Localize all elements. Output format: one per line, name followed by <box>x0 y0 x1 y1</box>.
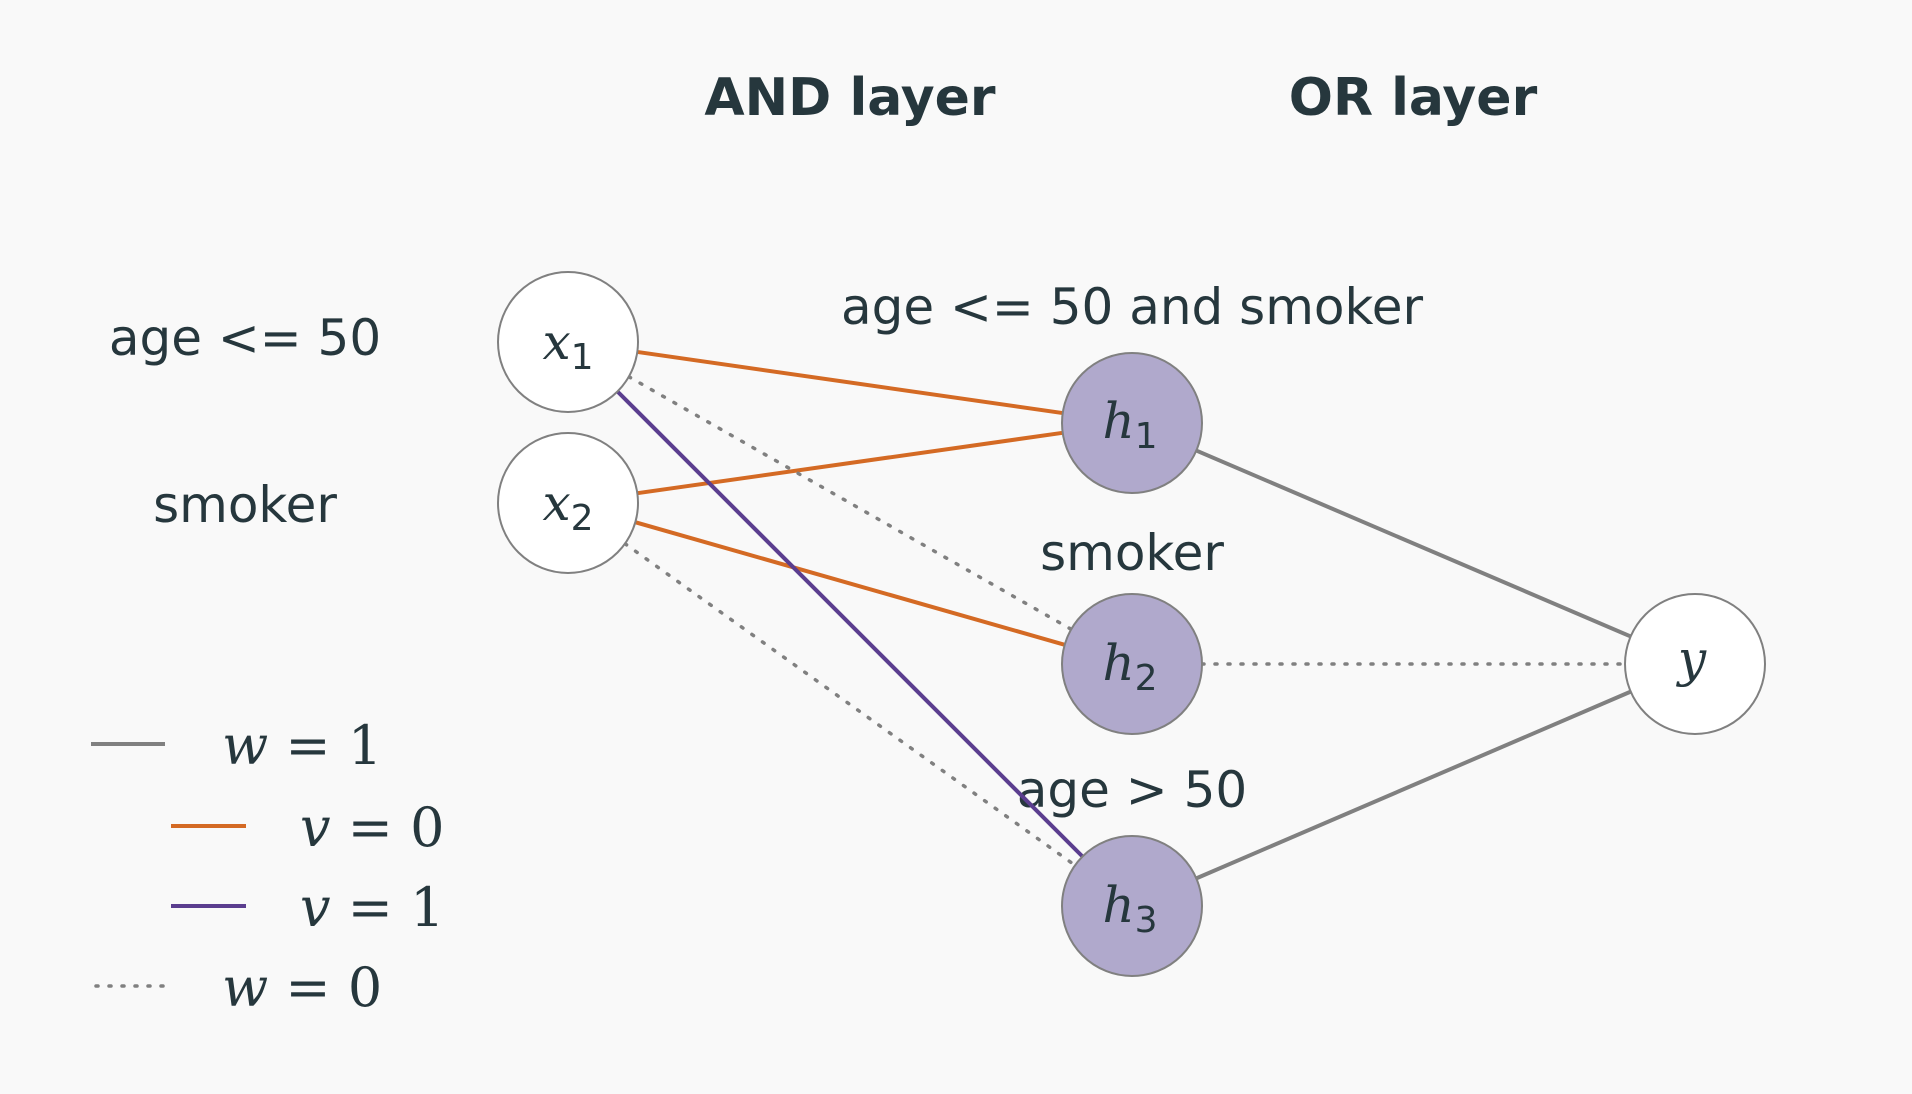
node-h3-sub: 3 <box>1135 900 1158 941</box>
hidden-node-h1: h1 <box>1061 352 1203 494</box>
node-x1-sub: 1 <box>571 337 594 378</box>
input-feature-label-x1: age <= 50 <box>109 309 381 367</box>
edge-x2-h1 <box>637 430 1063 496</box>
legend-entry-v0: v = 0 <box>300 796 444 859</box>
edge-h3-y <box>1195 689 1632 881</box>
node-h1-var: h <box>1102 392 1134 450</box>
input-feature-label-x2: smoker <box>153 476 337 534</box>
node-y-var: y <box>1676 630 1707 688</box>
node-x2-sub: 2 <box>571 498 594 539</box>
or-layer-title: OR layer <box>1289 68 1538 128</box>
node-h2-sub: 2 <box>1135 658 1158 699</box>
svg-text:x2: x2 <box>542 474 593 539</box>
output-node-y: y <box>1624 593 1766 735</box>
edges-group <box>616 349 1632 881</box>
legend-entry-w0: w = 0 <box>222 956 382 1019</box>
edge-x2-h3 <box>623 541 1077 868</box>
svg-text:h2: h2 <box>1102 634 1157 699</box>
hidden-rule-label-h3: age > 50 <box>1017 761 1247 819</box>
edge-x1-h3 <box>616 390 1084 858</box>
node-x2-var: x <box>542 474 570 532</box>
input-node-x2: x2 <box>497 432 639 574</box>
node-h2-var: h <box>1102 634 1134 692</box>
legend-entry-v1: v = 1 <box>300 876 444 939</box>
node-h3-var: h <box>1102 876 1134 934</box>
svg-text:h3: h3 <box>1102 876 1157 941</box>
hidden-node-h3: h3 <box>1061 835 1203 977</box>
edge-x1-h1 <box>637 349 1063 416</box>
hidden-node-h2: h2 <box>1061 593 1203 735</box>
and-layer-title: AND layer <box>704 68 996 128</box>
edge-x2-h2 <box>634 520 1066 647</box>
edge-x1-h2 <box>627 374 1073 632</box>
hidden-rule-label-h2: smoker <box>1040 524 1224 582</box>
legend: w = 1 v = 0 v = 1 w = 0 <box>91 714 444 1019</box>
input-node-x1: x1 <box>497 271 639 413</box>
hidden-rule-label-h1: age <= 50 and smoker <box>841 278 1423 336</box>
node-x1-var: x <box>542 313 570 371</box>
svg-text:x1: x1 <box>542 313 593 378</box>
legend-entry-w1: w = 1 <box>222 714 382 777</box>
svg-text:h1: h1 <box>1102 392 1157 457</box>
node-h1-sub: 1 <box>1135 416 1158 457</box>
edge-h1-y <box>1195 448 1632 639</box>
